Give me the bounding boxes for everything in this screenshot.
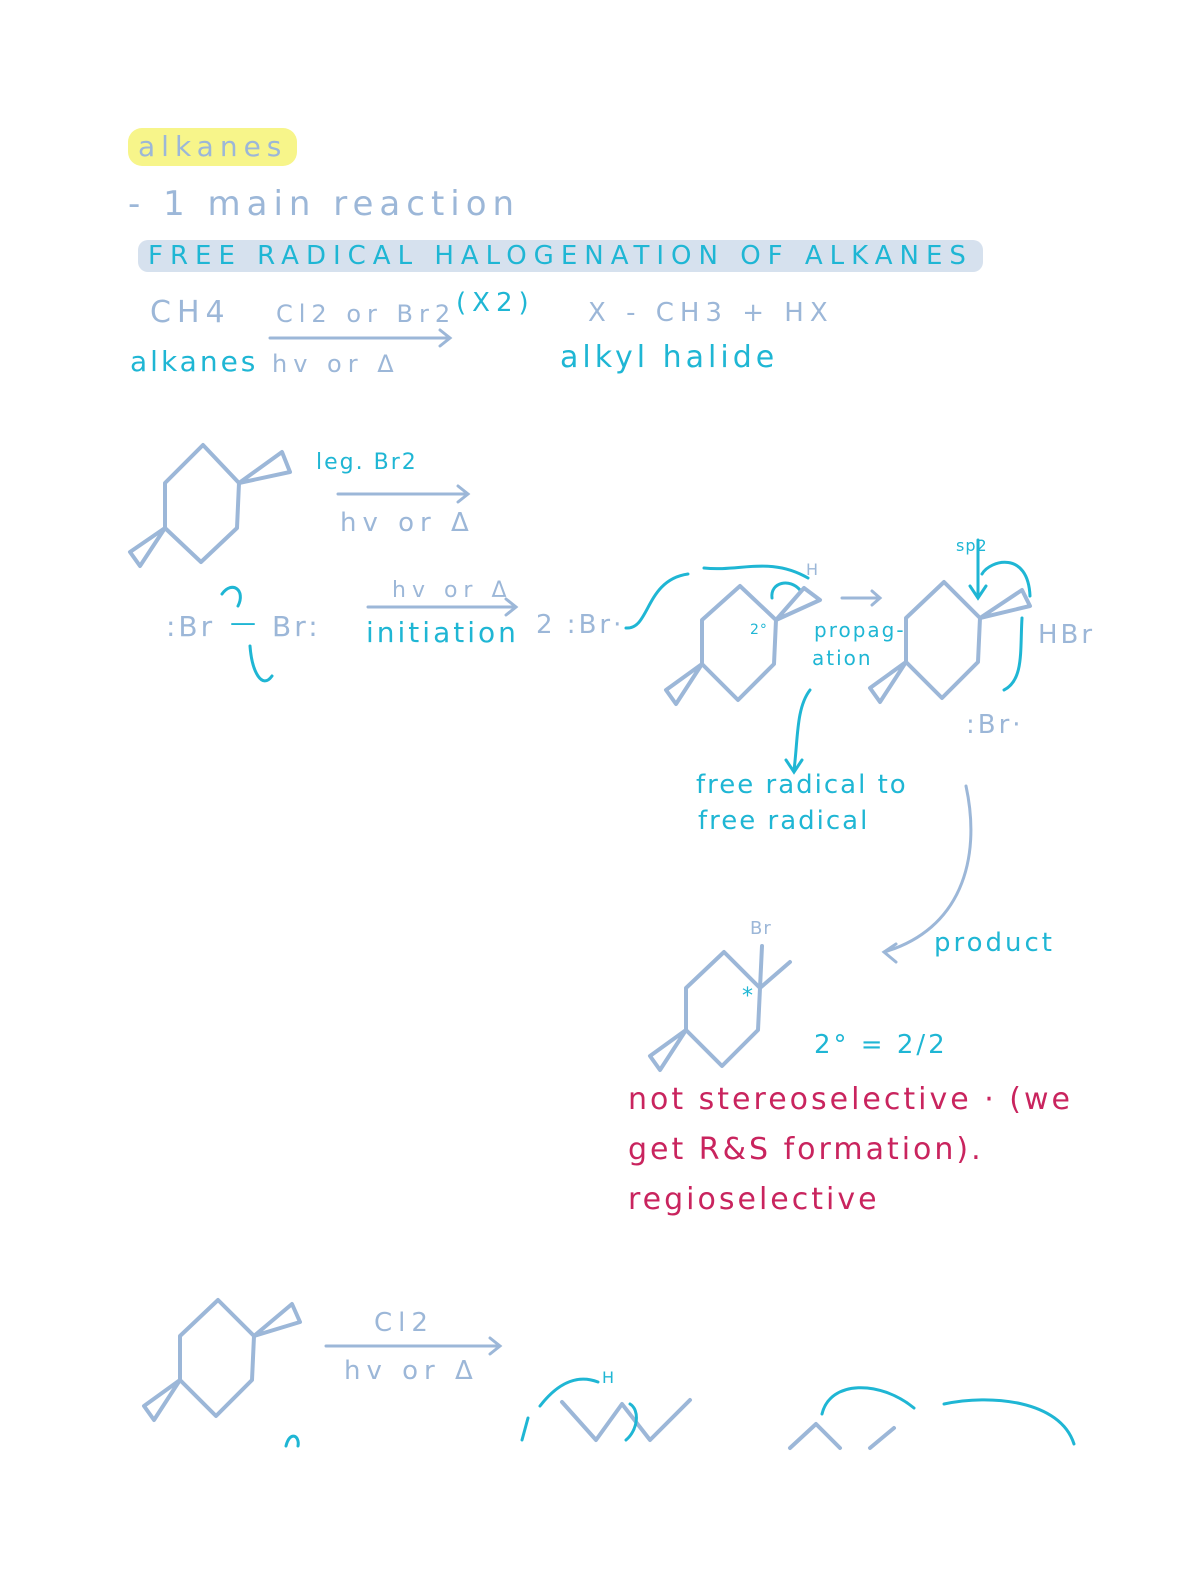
note-line-1: not stereoselective · (we — [628, 1082, 1073, 1117]
note-line-2: get R&S formation). — [628, 1132, 984, 1167]
cyclohexane-ring-2 — [664, 584, 822, 706]
br-radical-2: :Br· — [966, 710, 1024, 740]
reactant-ch4: CH4 — [150, 295, 231, 330]
reaction-arrow-1 — [268, 328, 453, 348]
reagent-x2: (X2) — [456, 288, 535, 318]
reagent-bottom-2: hv or Δ — [340, 508, 475, 538]
br-right: Br: — [272, 610, 321, 643]
page-title: alkanes — [128, 128, 298, 166]
hbr-label: HBr — [1038, 620, 1096, 650]
reagent-top-2: leg. Br2 — [316, 450, 418, 475]
reaction-arrow-2 — [336, 484, 471, 504]
cyclohexane-ring-5 — [142, 1298, 302, 1422]
partial-structures — [284, 1377, 1076, 1450]
h-label-3: H — [602, 1368, 616, 1387]
bullet-main-reaction: - 1 main reaction — [128, 184, 521, 224]
product-label-2: product — [934, 928, 1056, 958]
note-line-3: regioselective — [628, 1182, 880, 1217]
initiation-label: initiation — [366, 616, 519, 649]
reactant-label: alkanes — [130, 345, 259, 378]
section-heading: FREE RADICAL HALOGENATION OF ALKANES — [138, 240, 983, 272]
initiation-arrow-top: hv or Δ — [392, 578, 513, 603]
propagation-label-1: propag- — [814, 618, 906, 642]
arrow-to-note — [784, 688, 812, 775]
ratio-label: 2° = 2/2 — [814, 1030, 948, 1060]
br-radicals: 2 :Br· — [536, 610, 625, 640]
curved-arrows — [220, 538, 1032, 775]
br-substituent: Br — [750, 918, 772, 939]
curved-arrow-br-1 — [220, 585, 242, 608]
cyclohexane-ring-3 — [868, 580, 1032, 704]
br-br-bond: — — [230, 608, 262, 638]
arrow-sp2 — [968, 538, 988, 601]
h-label: H — [806, 560, 820, 579]
reagent-top-3: Cl2 — [374, 1308, 434, 1338]
curved-arrow-abstraction — [624, 572, 690, 630]
propagation-label-2: ation — [812, 646, 873, 670]
note-free-radical-2: free radical — [698, 806, 870, 836]
curved-arrow-bond — [770, 581, 802, 600]
stereocenter-star: * — [742, 984, 753, 1009]
reagent-bottom-1: hv or Δ — [272, 350, 400, 378]
reagent-bottom-3: hv or Δ — [344, 1356, 479, 1386]
cyclohexane-ring-4 — [648, 944, 792, 1072]
curved-arrow-sp2 — [980, 560, 1032, 598]
initiation-arrow — [366, 597, 519, 617]
br-left: :Br — [166, 610, 216, 643]
product-label-1: alkyl halide — [560, 340, 779, 375]
propagation-arrow — [840, 589, 883, 607]
cyclohexane-ring-1 — [128, 443, 292, 568]
secondary-label: 2° — [750, 622, 768, 638]
product-1: X - CH3 + HX — [588, 298, 834, 328]
reagent-top-1: Cl2 or Br2 — [276, 300, 457, 328]
product-arrow — [881, 784, 973, 964]
sp2-label: sp2 — [956, 536, 988, 555]
curved-arrow-bracket — [1002, 616, 1024, 692]
curved-arrow-h — [702, 564, 810, 580]
reaction-arrow-3 — [324, 1336, 503, 1356]
reaction-arrows — [268, 328, 883, 1356]
note-free-radical-1: free radical to — [696, 770, 908, 800]
curved-arrow-br-2 — [248, 644, 274, 683]
